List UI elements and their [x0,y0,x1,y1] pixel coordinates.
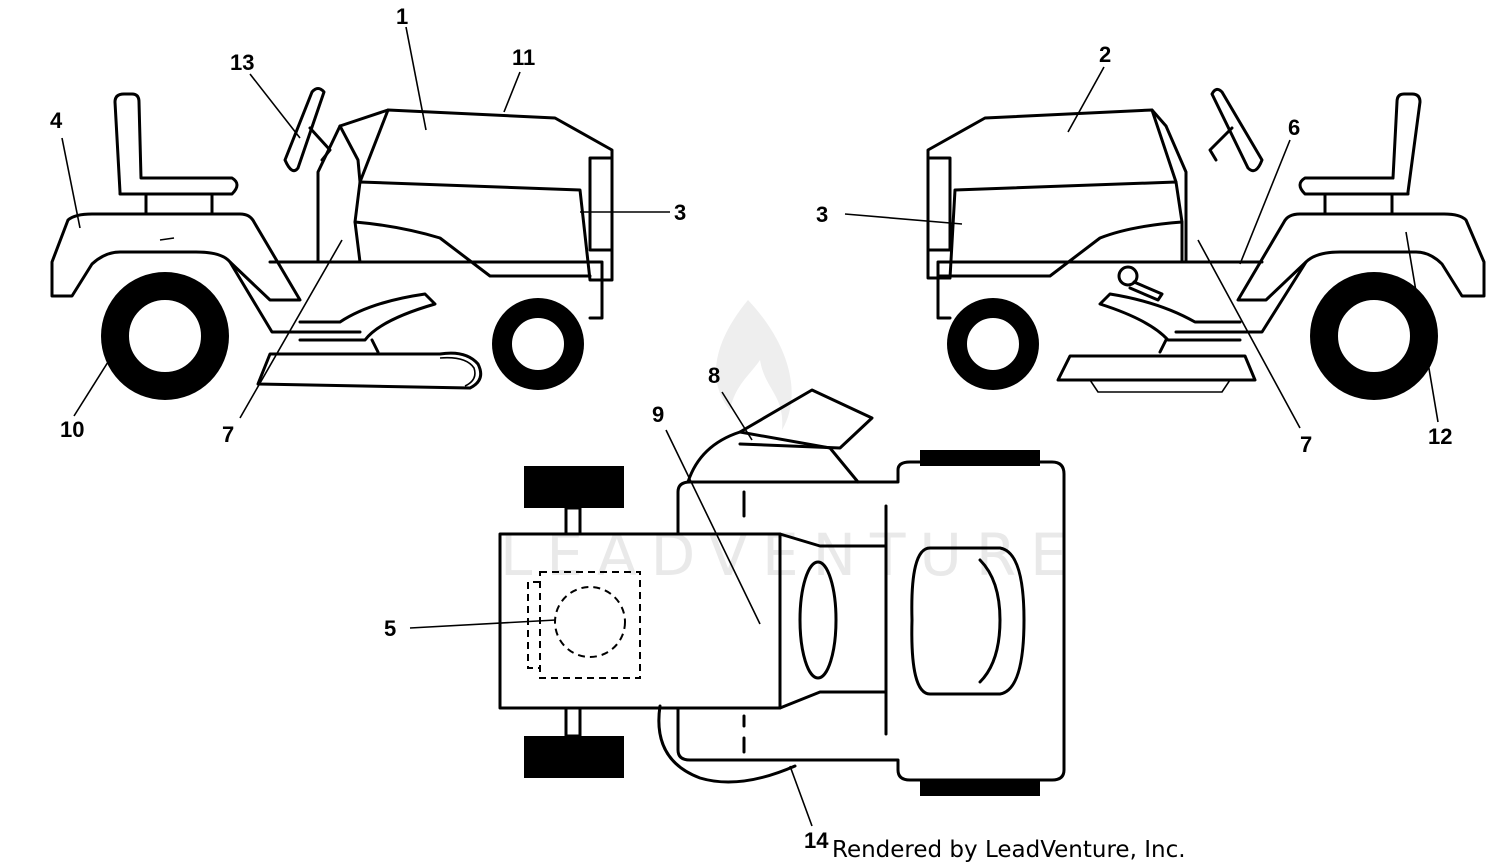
top-mower-deck [686,430,860,484]
callout-5: 5 [384,616,396,641]
top-rear-left-tire [920,450,1040,466]
right-mower-deck [1056,354,1257,382]
callout-14: 14 [804,828,829,853]
callout-8: 8 [708,363,720,388]
callout-1: 1 [396,4,408,29]
watermark-text: LEADVENTURE [500,521,1081,589]
discharge-chute [738,388,874,450]
right-rear-fender [1236,212,1486,302]
top-front-left-tire [524,466,624,508]
right-steering-wheel [1210,87,1264,173]
top-rear-right-tire [920,780,1040,796]
callout-11: 11 [512,45,535,70]
left-hood [316,108,614,282]
callout-3-right: 3 [816,202,828,227]
right-hood [926,108,1188,280]
callout-4: 4 [50,108,63,133]
engine-outline-dashed [527,571,641,679]
left-mower-deck [256,351,483,390]
right-side-view [926,87,1486,400]
callout-2: 2 [1099,42,1111,67]
callout-3-left: 3 [674,200,686,225]
rear-fender [50,212,302,302]
right-seat [1298,92,1422,196]
watermark: LEADVENTURE [500,300,1081,589]
flame-logo [716,300,792,430]
leader-lines [61,26,1439,827]
top-front-right-tire [524,736,624,778]
top-chassis [676,460,1066,782]
callout-6: 6 [1288,115,1300,140]
callout-13: 13 [230,50,254,75]
callout-7-left: 7 [222,422,234,447]
callout-10: 10 [60,417,84,442]
top-seat [910,546,1026,696]
callout-7-right: 7 [1300,432,1312,457]
render-credit: Rendered by LeadVenture, Inc. [832,837,1186,863]
callout-12: 12 [1428,424,1452,449]
callout-numbers: 1 2 3 3 4 5 6 7 7 8 9 10 11 12 13 14 [50,4,1452,853]
callout-9: 9 [652,402,664,427]
top-view [498,388,1066,796]
top-hood [498,532,782,710]
left-side-view [50,87,614,400]
seat [113,92,239,196]
steering-wheel [283,87,326,173]
